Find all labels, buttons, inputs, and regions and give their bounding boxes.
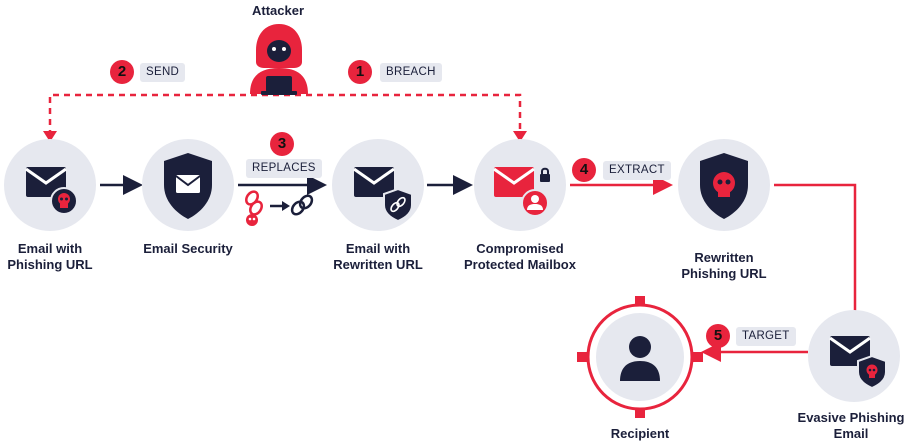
node-label-recipient: Recipient [590,426,690,442]
node-label-evasive: Evasive Phishing Email [790,410,912,442]
label-line: Phishing URL [681,266,767,281]
shield-skull-icon [700,153,748,219]
shield-envelope-icon [164,153,212,219]
step-3-tag: REPLACES [246,159,322,178]
send-arrowhead [43,131,57,142]
hacker-icon [250,24,308,95]
breach-arrowhead [513,131,527,142]
node-label-rewritten-phishing: Rewritten Phishing URL [670,250,778,282]
user-icon [620,336,660,381]
envelope-user-lock-icon [493,167,550,217]
step-5-tag: TARGET [736,327,796,346]
attacker-label: Attacker [252,3,305,18]
label-line: Evasive Phishing [797,410,905,425]
step-2-badge: 2 [110,60,134,84]
line-rewritten-phishing-to-evasive [774,183,857,312]
label-line: Email [833,426,869,441]
step-4-badge: 4 [572,158,596,182]
node-label-mailbox: Compromised Protected Mailbox [455,241,585,273]
step-1-badge: 1 [348,60,372,84]
step-1-tag: BREACH [380,63,442,82]
step-3-badge: 3 [270,132,294,156]
label-line: Rewritten [694,250,754,265]
label-line: Email Security [143,241,233,256]
label-line: Protected Mailbox [464,257,576,272]
dashed-send-breach-line [48,93,522,136]
step-5-badge: 5 [706,324,730,348]
label-line: Compromised [476,241,564,256]
label-line: Email with [345,241,411,256]
envelope-skull-icon [829,336,887,390]
broken-link-icon [245,190,314,226]
envelope-skull-icon [25,167,78,215]
label-line: Phishing URL [7,257,93,272]
step-2-tag: SEND [140,63,186,82]
node-label-email-phishing: Email with Phishing URL [0,241,100,273]
label-line: Rewritten URL [333,257,423,272]
envelope-shield-link-icon [353,167,413,223]
label-line: Recipient [610,426,670,441]
label-line: Email with [17,241,83,256]
step-4-tag: EXTRACT [603,161,671,180]
node-label-email-security: Email Security [128,241,248,257]
node-label-email-rewritten: Email with Rewritten URL [323,241,433,273]
